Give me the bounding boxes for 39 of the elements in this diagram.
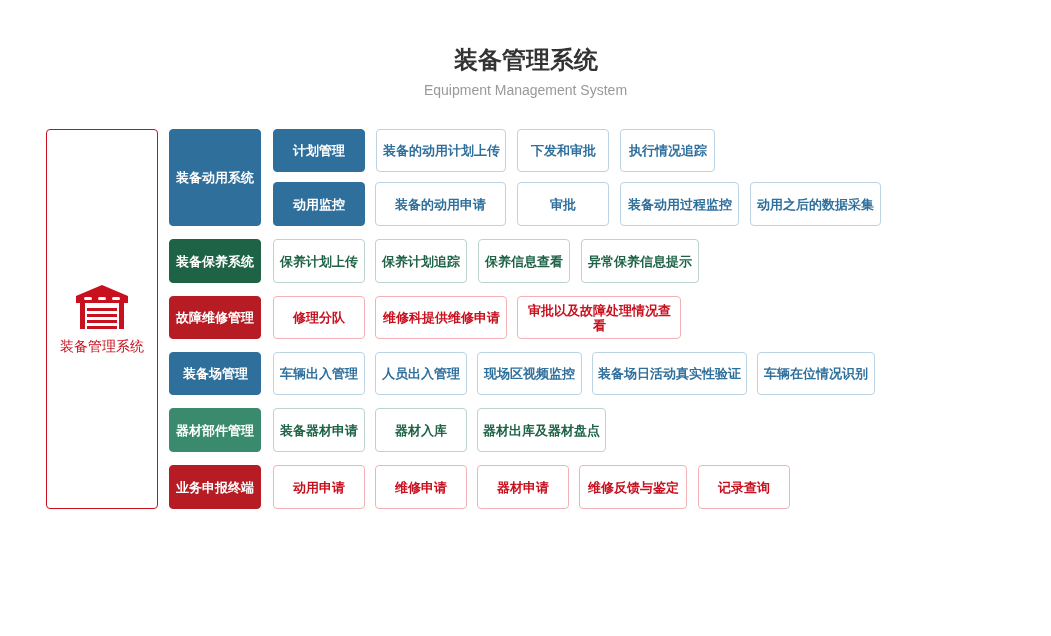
module-box: 故障维修管理: [169, 296, 261, 339]
module-box: 装备场管理: [169, 352, 261, 395]
module-box: 装备保养系统: [169, 239, 261, 283]
function-box: 保养计划上传: [273, 239, 365, 283]
module-box: 器材部件管理: [169, 408, 261, 452]
function-box: 装备动用过程监控: [620, 182, 739, 226]
function-box: 装备的动用计划上传: [376, 129, 506, 172]
module-box: 装备动用系统: [169, 129, 261, 226]
function-box: 维修申请: [375, 465, 467, 509]
system-box: [46, 129, 158, 509]
function-box: 修理分队: [273, 296, 365, 339]
function-box: 下发和审批: [517, 129, 609, 172]
module-box: 业务申报终端: [169, 465, 261, 509]
function-box: 车辆出入管理: [273, 352, 365, 395]
function-box: 审批以及故障处理情况查看: [517, 296, 681, 339]
module-box: 动用监控: [273, 182, 365, 226]
function-box: 记录查询: [698, 465, 790, 509]
function-box: 保养信息查看: [478, 239, 570, 283]
function-box: 动用申请: [273, 465, 365, 509]
function-box: 审批: [517, 182, 609, 226]
function-box: 人员出入管理: [375, 352, 467, 395]
subtitle: Equipment Management System: [422, 82, 629, 98]
function-box: 异常保养信息提示: [581, 239, 699, 283]
system-title: 装备管理系统: [60, 337, 144, 355]
function-box: 器材出库及器材盘点: [477, 408, 606, 452]
function-box: 装备场日活动真实性验证: [592, 352, 747, 395]
function-box: 器材入库: [375, 408, 467, 452]
module-box: 计划管理: [273, 129, 365, 172]
function-box: 保养计划追踪: [375, 239, 467, 283]
function-box: 装备器材申请: [273, 408, 365, 452]
diagram-title: 装备管理系统: [452, 45, 599, 76]
function-box: 执行情况追踪: [620, 129, 715, 172]
function-box: 器材申请: [477, 465, 569, 509]
function-box: 现场区视频监控: [477, 352, 582, 395]
function-box: 维修反馈与鉴定: [579, 465, 687, 509]
function-box: 车辆在位情况识别: [757, 352, 875, 395]
function-box: 动用之后的数据采集: [750, 182, 881, 226]
function-box: 维修科提供维修申请: [375, 296, 507, 339]
function-box: 装备的动用申请: [375, 182, 506, 226]
